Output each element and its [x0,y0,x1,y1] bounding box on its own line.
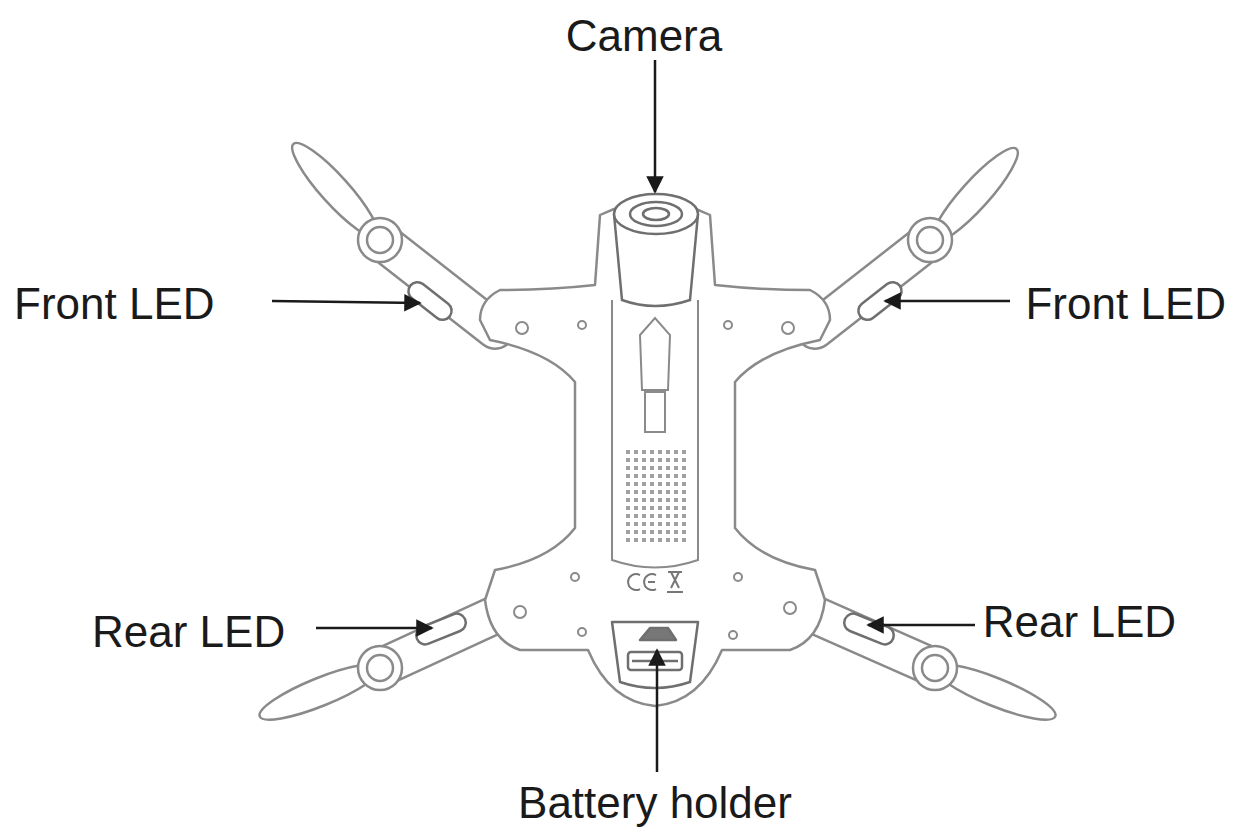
vent-grille [622,448,688,544]
body-detail [612,300,698,568]
leader-arrow [272,60,1010,772]
part-label: Front LED [1025,280,1226,328]
part-label: Battery holder [518,779,792,827]
battery-holder [612,622,698,688]
cert-marks [628,572,683,592]
part-label: Camera [566,12,723,60]
drone-body [480,202,830,707]
part-label: Front LED [14,280,215,328]
screw [514,321,796,639]
part-label: Rear LED [983,598,1176,646]
camera [614,194,698,306]
part-label: Rear LED [92,608,285,656]
propeller [254,135,1060,730]
